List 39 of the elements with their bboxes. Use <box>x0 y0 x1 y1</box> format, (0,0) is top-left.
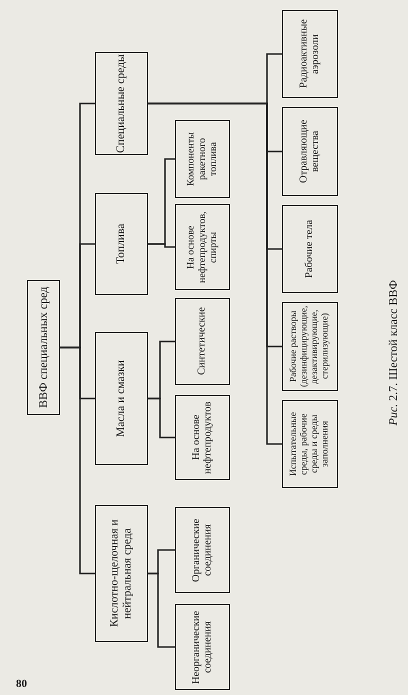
box-label: Испытательные среды, рабочие среды и среды заполнения <box>288 411 332 478</box>
category-box <box>175 604 230 690</box>
category-box <box>95 505 148 642</box>
category-box <box>95 193 148 295</box>
box-label: Специальные среды <box>115 54 128 153</box>
category-box <box>175 395 230 480</box>
box-label: Кислотно-щелочная и нейтральная среда <box>108 518 134 630</box>
category-box <box>175 120 230 198</box>
category-box <box>95 332 148 465</box>
category-box <box>282 107 338 196</box>
page-number: 80 <box>16 678 27 690</box>
category-box <box>282 302 338 391</box>
box-label: На основе нефтепродуктов, спирты <box>186 210 220 285</box>
category-box <box>27 280 60 415</box>
connector-line <box>148 158 175 245</box>
box-label: Компоненты ракетного топлива <box>186 131 220 188</box>
connector-line <box>148 53 282 104</box>
figure-caption: Рис. 2.7. Шестой класс ВВФ <box>386 280 401 426</box>
box-label: ВВФ специальных сред <box>36 286 50 408</box>
box-label: Неорганические соединения <box>190 609 214 686</box>
connector-line <box>148 340 175 400</box>
connector-line <box>60 102 95 348</box>
box-label: Рабочие тела <box>304 220 316 278</box>
category-box <box>175 507 230 593</box>
category-box <box>282 10 338 98</box>
box-label: Отравляющие вещества <box>298 118 322 186</box>
box-label: Масла и смазки <box>115 360 128 437</box>
category-box <box>282 205 338 293</box>
box-label: Радиоактивные аэрозоли <box>298 18 322 90</box>
box-label: Органические соединения <box>190 517 214 584</box>
category-box <box>175 204 230 290</box>
category-box <box>175 298 230 385</box>
category-box <box>95 52 148 155</box>
box-label: Синтетические <box>196 308 208 376</box>
category-box <box>282 400 338 488</box>
box-label: На основе нефтепродуктов <box>190 400 214 476</box>
connector-line <box>148 549 175 574</box>
box-label: Рабочие растворы (дезинфицирующие, дезактивирующие, стерилизующие) <box>289 304 331 390</box>
box-label: Топлива <box>115 224 128 264</box>
